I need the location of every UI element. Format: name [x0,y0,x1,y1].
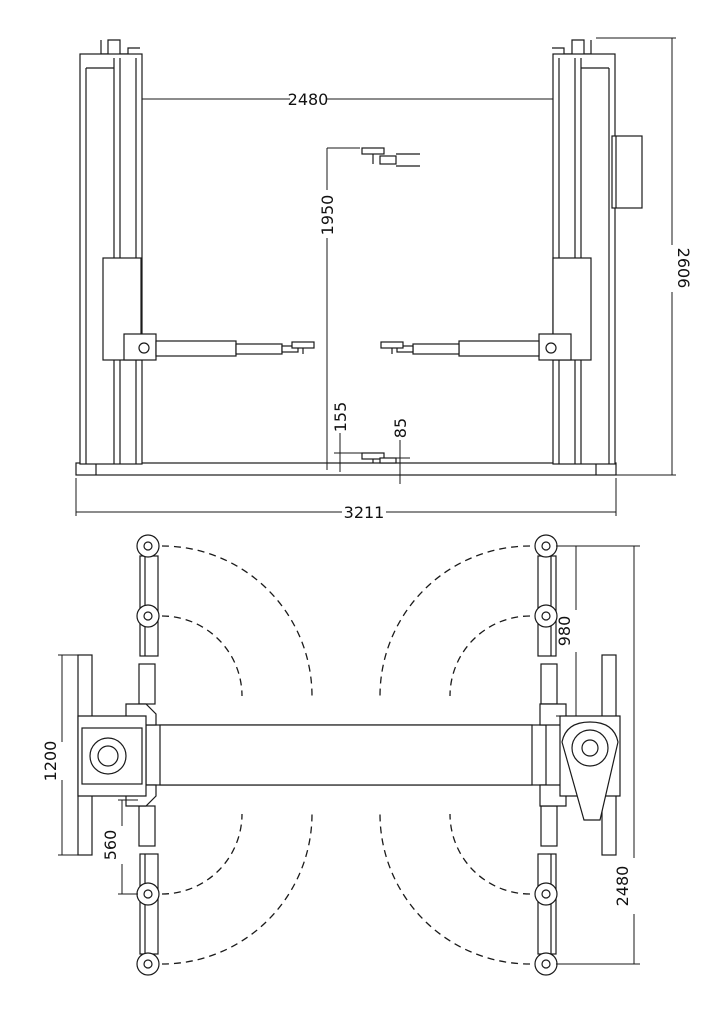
right-arm-pad [380,341,404,349]
left-arm [155,340,315,357]
right-column [538,39,643,465]
left-column-footprint [77,654,147,856]
lowered-pad [361,452,397,464]
column-inner-spacing-dimension: 2480 [613,866,632,907]
column-spacing-dimension: 2480 [288,90,329,109]
right-arm [380,340,540,357]
plate-width-dimension: 1200 [41,741,60,782]
min-pad-height-dimension: 155 [331,402,350,433]
left-top-arms [138,555,159,955]
arm-spacing-dimension: 980 [555,616,574,647]
top-view: 1200 560 980 2480 [41,534,640,976]
arm-offset-dimension: 560 [101,830,120,861]
right-column-footprint [559,654,621,856]
raised-pad [361,147,420,167]
base-plate-height-dimension: 85 [391,418,410,438]
overall-width-dimension: 3211 [344,503,385,522]
base-plate [75,462,617,476]
motor-unit [561,721,619,821]
front-view: 2480 1950 155 85 2606 3211 [75,37,693,522]
motor-box [611,135,643,209]
max-lift-height-dimension: 1950 [318,195,337,236]
left-arm-pad [291,341,315,349]
total-height-dimension: 2606 [674,248,693,289]
left-column [79,39,157,465]
arm-swing-arcs [161,545,531,965]
